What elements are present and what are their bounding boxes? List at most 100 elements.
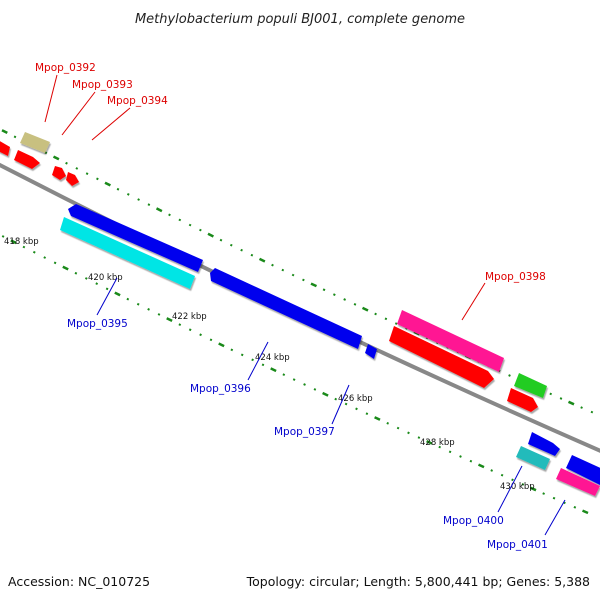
tick-mark [394, 322, 398, 325]
tick-mark [52, 155, 60, 161]
tick-mark [147, 308, 150, 311]
gene-label-0397[interactable]: Mpop_0397 [274, 426, 335, 438]
tick-mark [178, 323, 182, 326]
kbp-labels: 418 kbp 420 kbp 422 kbp 424 kbp 426 kbp … [4, 237, 535, 492]
tick-mark [261, 363, 265, 367]
gene-label-0400[interactable]: Mpop_0400 [443, 515, 504, 527]
tick-mark [426, 439, 433, 445]
tick-mark [207, 232, 214, 238]
tick-mark [396, 426, 400, 430]
tick-mark [43, 256, 47, 259]
figure-title: Methylobacterium populi BJ001, complete … [135, 12, 465, 27]
leader-0392 [44, 74, 58, 123]
tick-mark [209, 338, 213, 342]
tick-mark [240, 248, 243, 252]
leader-0393 [61, 91, 96, 136]
gene-feature-0392b[interactable] [14, 150, 40, 169]
gene-label-0395[interactable]: Mpop_0395 [67, 318, 128, 330]
tick-mark [291, 273, 295, 277]
leader-0398 [461, 282, 486, 321]
tick-mark [62, 265, 69, 271]
gene-feature-0392[interactable] [0, 140, 10, 156]
tick-mark [343, 298, 346, 301]
tick-mark [384, 317, 388, 321]
gene-label-0401[interactable]: Mpop_0401 [487, 539, 548, 551]
tick-mark [292, 378, 296, 381]
gene-label-0396[interactable]: Mpop_0396 [190, 383, 251, 395]
tick-mark [530, 486, 537, 492]
tick-mark [219, 238, 223, 242]
kbp-label-424: 424 kbp [255, 353, 290, 363]
tick-mark [407, 431, 410, 435]
gene-feature-0400[interactable] [516, 446, 550, 470]
tick-mark [105, 287, 109, 291]
gene-features [0, 132, 600, 496]
tick-mark [188, 328, 192, 332]
tick-mark [271, 263, 274, 267]
gene-feature-olive[interactable] [20, 132, 50, 153]
gene-feature-blue-a[interactable] [68, 204, 203, 272]
gene-label-0398[interactable]: Mpop_0398 [485, 271, 546, 283]
tick-mark [32, 250, 36, 254]
tick-mark [448, 450, 452, 454]
tick-mark [199, 333, 202, 337]
gene-feature-0393[interactable] [52, 166, 66, 180]
kbp-label-422: 422 kbp [172, 312, 207, 322]
tick-mark [490, 469, 494, 472]
tick-mark [136, 302, 140, 306]
tick-mark [374, 416, 381, 421]
accession-text: Accession: NC_010725 [8, 574, 150, 589]
gene-feature-0397[interactable] [365, 344, 377, 359]
gene-feature-blue-b[interactable] [528, 432, 560, 456]
tick-mark [75, 167, 79, 170]
tick-mark [302, 278, 305, 282]
gene-feature-0394[interactable] [66, 172, 79, 186]
tick-mark [511, 478, 514, 482]
tick-mark [44, 151, 48, 155]
tick-mark [590, 410, 594, 414]
tick-mark [438, 445, 442, 449]
tick-mark [500, 473, 504, 477]
gene-label-0392[interactable]: Mpop_0392 [35, 62, 96, 74]
tick-mark [469, 459, 473, 463]
gene-feature-0398-red[interactable] [389, 326, 494, 388]
tick-mark [417, 436, 421, 439]
gene-feature-0401[interactable] [556, 468, 600, 496]
tick-mark [521, 483, 525, 486]
tick-mark [199, 228, 202, 232]
tick-mark [386, 421, 390, 425]
gene-feature-0395[interactable] [60, 217, 195, 289]
leader-0396 [247, 341, 269, 381]
gene-feature-0398[interactable] [397, 310, 504, 372]
tick-mark [84, 277, 88, 280]
tick-mark [126, 193, 130, 196]
tick-mark [281, 268, 285, 272]
gene-label-0393[interactable]: Mpop_0393 [72, 79, 133, 91]
gene-feature-green[interactable] [514, 373, 547, 398]
kbp-label-428: 428 kbp [420, 438, 455, 448]
tick-mark [96, 177, 99, 181]
tick-mark [270, 367, 277, 373]
tick-mark [313, 388, 317, 391]
tick-mark [1, 129, 8, 135]
tick-mark [582, 509, 589, 515]
leader-0397 [331, 384, 350, 425]
tick-mark [549, 392, 553, 396]
kbp-label-420: 420 kbp [88, 273, 123, 283]
tick-mark [126, 297, 130, 301]
tick-mark [53, 261, 57, 265]
tick-mark [240, 353, 244, 357]
gene-label-0394[interactable]: Mpop_0394 [107, 95, 168, 107]
gene-feature-0396[interactable] [210, 268, 362, 349]
tick-mark [374, 312, 377, 316]
tick-mark [229, 243, 233, 247]
tick-mark [365, 412, 369, 416]
tick-mark [344, 402, 348, 406]
tick-mark [552, 496, 556, 500]
kbp-label-430: 430 kbp [500, 482, 535, 492]
gene-feature-blue-c[interactable] [566, 455, 600, 485]
tick-mark [114, 291, 121, 297]
gene-feature-red-small[interactable] [507, 388, 538, 412]
tick-mark [542, 492, 545, 495]
